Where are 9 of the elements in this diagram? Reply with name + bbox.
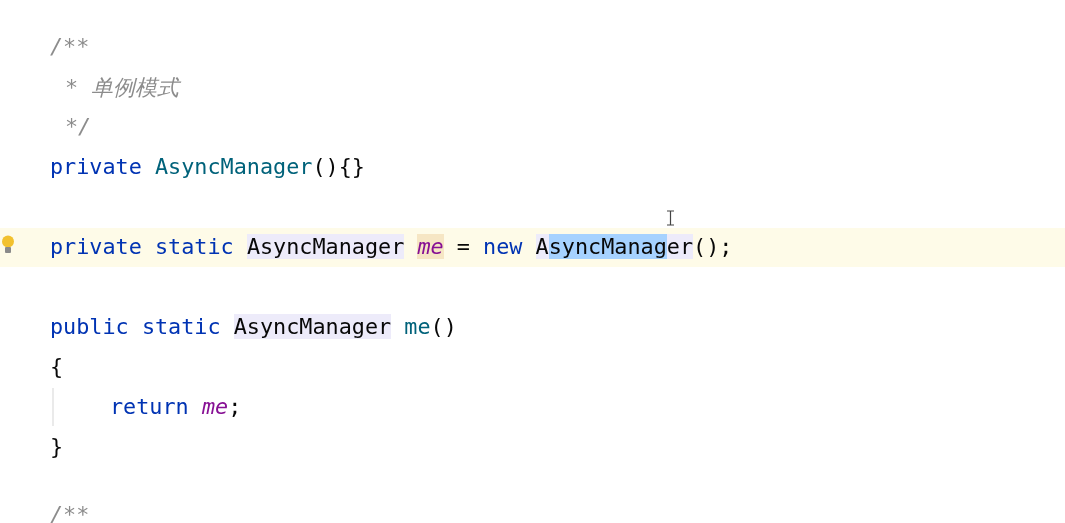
code-comment: /** bbox=[50, 33, 90, 61]
code-line: } bbox=[50, 433, 64, 461]
code-line: public static AsyncManager me() bbox=[50, 313, 457, 341]
code-line: private static AsyncManager me = new AsyncManager(); bbox=[50, 233, 733, 261]
code-comment: * 单例模式 bbox=[65, 74, 180, 102]
code-line: return me; bbox=[110, 393, 242, 421]
code-line: { bbox=[50, 353, 64, 381]
code-line: private AsyncManager(){} bbox=[50, 153, 365, 181]
code-comment: */ bbox=[65, 113, 92, 141]
